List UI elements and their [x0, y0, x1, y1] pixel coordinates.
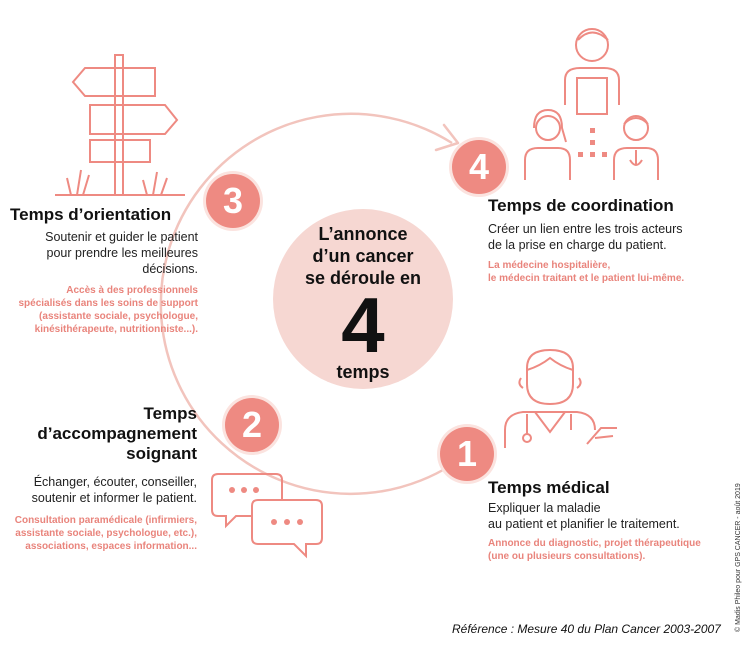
step-2-title-3: soignant	[126, 444, 197, 463]
step-3-note-1: Accès à des professionnels	[66, 285, 198, 296]
step-4-block: Temps de coordination Créer un lien entr…	[488, 196, 738, 285]
center-line-3: se déroule en	[304, 268, 422, 288]
step-2-title-1: Temps	[143, 404, 197, 423]
step-1-note-2: (une ou plusieurs consultations).	[488, 551, 646, 562]
step-1-title: Temps médical	[488, 478, 610, 497]
doctor-icon	[504, 348, 617, 448]
step-3-desc-2: pour prendre les meilleures	[46, 246, 198, 260]
signpost-icon	[55, 54, 185, 196]
center-number: 4	[341, 281, 385, 369]
step-3-title: Temps d’orientation	[10, 205, 172, 224]
step-2-desc-1: Échanger, écouter, conseiller,	[33, 475, 197, 489]
step-2-note-3: associations, espaces information...	[25, 541, 197, 552]
step-4-desc-2: de la prise en charge du patient.	[488, 238, 667, 252]
center-line-1: L’annonce	[318, 224, 408, 244]
step-3-badge: 3	[206, 174, 260, 228]
step-1-block: Temps médical Expliquer la maladie au pa…	[488, 478, 733, 563]
center-line-2: d’un cancer	[312, 246, 414, 266]
step-2-desc-2: soutenir et informer le patient.	[31, 491, 197, 505]
chat-bubbles-icon	[211, 473, 323, 559]
step-3-desc-1: Soutenir et guider le patient	[45, 230, 198, 244]
step-2-block: Temps d’accompagnement soignant Échanger…	[2, 404, 197, 553]
step-4-badge: 4	[452, 140, 506, 194]
step-3-note-4: kinésithérapeute, nutritionniste...).	[34, 324, 198, 335]
credit-text: © Madis Phileo pour GPS CANCER - août 20…	[735, 483, 742, 632]
step-3-note-3: (assistante sociale, psychologue,	[39, 311, 198, 322]
step-3-block: Temps d’orientation Soutenir et guider l…	[8, 205, 198, 336]
center-circle: L’annonce d’un cancer se déroule en 4 te…	[273, 209, 453, 389]
step-3-desc-3: décisions.	[142, 262, 198, 276]
reference-text: Référence : Mesure 40 du Plan Cancer 200…	[452, 622, 721, 636]
center-line-4: temps	[336, 362, 390, 382]
step-4-title: Temps de coordination	[488, 196, 674, 215]
step-4-desc-1: Créer un lien entre les trois acteurs	[488, 222, 683, 236]
step-2-badge: 2	[225, 398, 279, 452]
step-1-desc-2: au patient et planifier le traitement.	[488, 517, 680, 531]
step-2-note-2: assistante sociale, psychologue, etc.),	[15, 528, 197, 539]
doctors-team-icon	[524, 28, 659, 180]
step-1-desc-1: Expliquer la maladie	[488, 501, 601, 515]
step-2-title-2: d’accompagnement	[37, 424, 197, 443]
step-2-note-1: Consultation paramédicale (infirmiers,	[14, 515, 197, 526]
step-4-note-1: La médecine hospitalière,	[488, 260, 611, 271]
step-4-note-2: le médecin traitant et le patient lui-mê…	[488, 273, 685, 284]
step-1-badge: 1	[440, 427, 494, 481]
step-3-note-2: spécialisés dans les soins de support	[18, 298, 198, 309]
step-1-note-1: Annonce du diagnostic, projet thérapeuti…	[488, 538, 701, 549]
